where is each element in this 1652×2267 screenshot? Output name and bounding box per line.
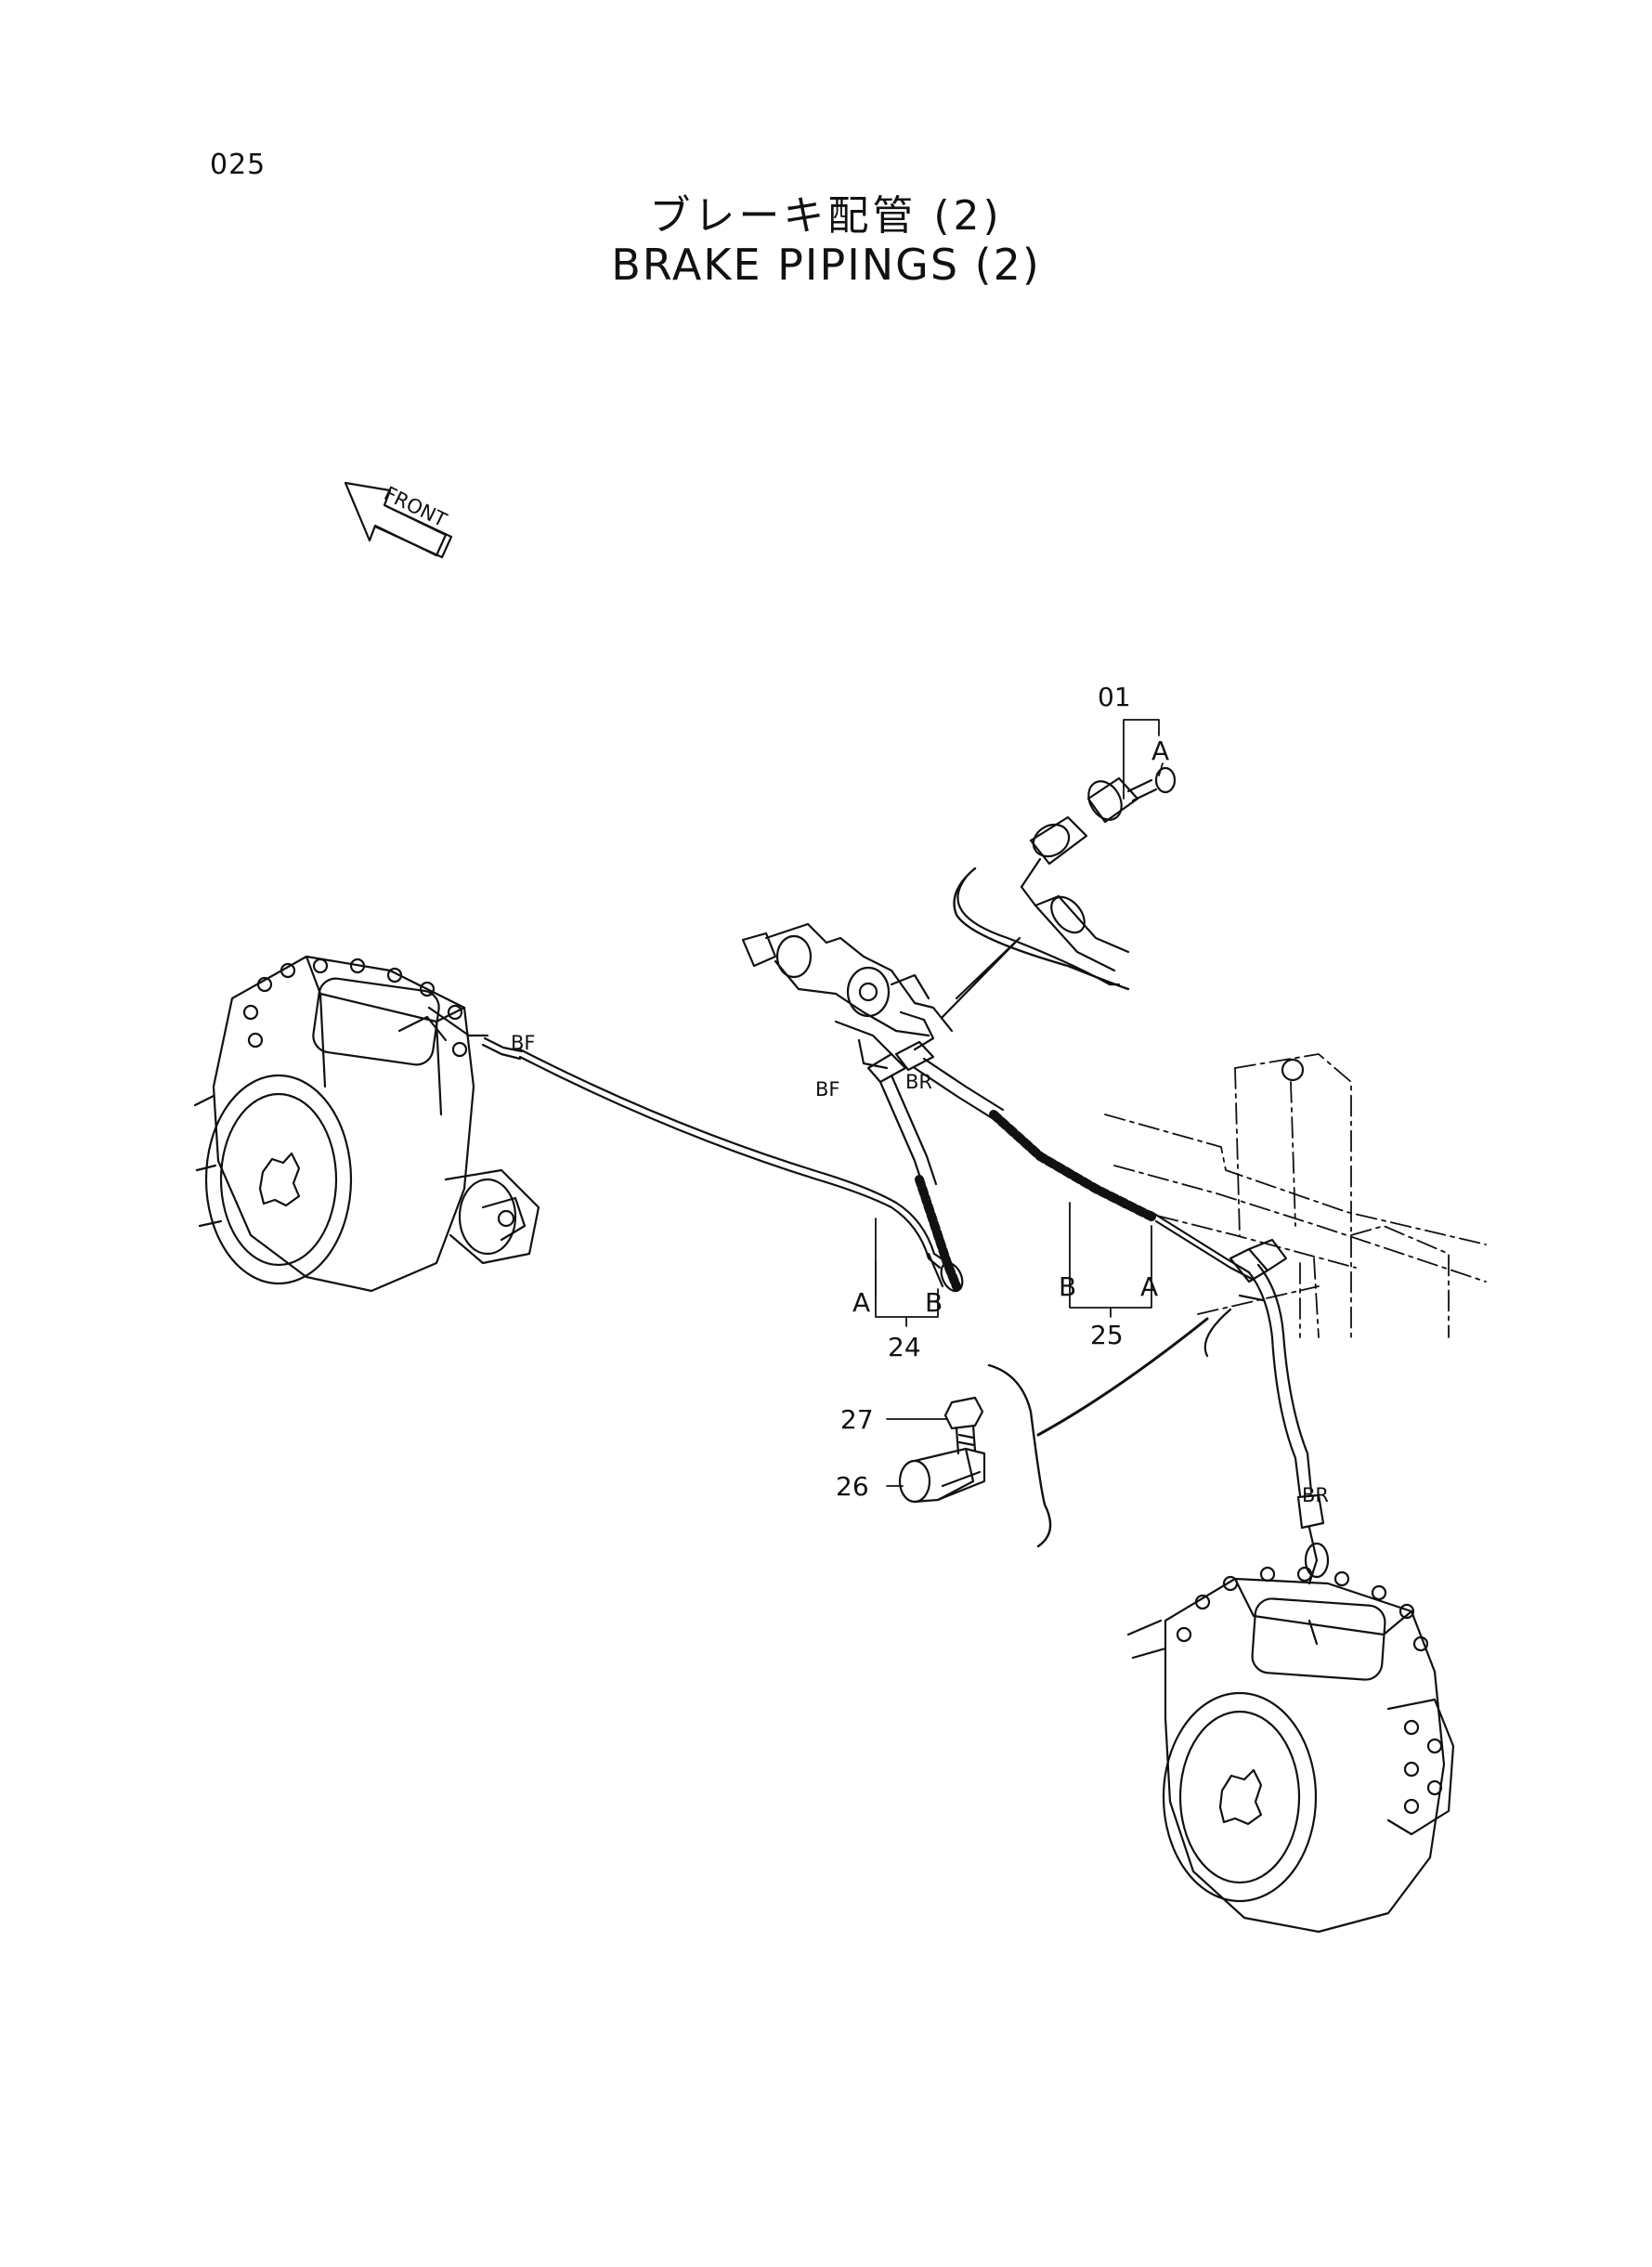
callout-pressure-switch [953, 866, 1130, 991]
port-label-bf-valve: BF [815, 1078, 840, 1101]
frame-clamp [1203, 1238, 1288, 1358]
right-axle-housing [1126, 1566, 1455, 1934]
part-label-26: 26 [836, 1471, 869, 1502]
part-label-27: 27 [840, 1404, 874, 1435]
front-label: FRONT [381, 482, 450, 531]
title-english: BRAKE PIPINGS (2) [611, 240, 1041, 290]
end-label-b-24: B [925, 1287, 943, 1318]
title-japanese: ブレーキ配管 (2) [649, 192, 1003, 240]
left-axle-housing [193, 955, 540, 1293]
part-label-25: 25 [1090, 1320, 1124, 1350]
port-label-br-valve: BR [905, 1071, 932, 1093]
hose-25 [894, 1040, 1255, 1282]
port-label-bf-left: BF [511, 1032, 536, 1054]
part-label-01: 01 [1098, 682, 1131, 712]
frame-hole [1281, 1058, 1305, 1082]
callout-clamp [987, 1317, 1209, 1548]
leader-lines [875, 719, 1164, 1487]
pipe-br-right [1247, 1263, 1330, 1585]
port-label-br-right: BR [1302, 1484, 1329, 1506]
clamp-26 [898, 1447, 986, 1504]
page-number: 025 [210, 149, 267, 181]
hose-24 [866, 1052, 964, 1293]
vehicle-frame [1104, 1053, 1487, 1338]
pipe-bf-left [481, 1036, 947, 1288]
pressure-switch [941, 766, 1177, 1019]
front-arrow: FRONT [344, 481, 453, 559]
brake-valve-assembly [741, 922, 954, 1070]
end-label-a-25: A [1140, 1271, 1158, 1302]
bolt-27 [943, 1396, 984, 1455]
end-label-a-24: A [852, 1287, 870, 1318]
part-label-24: 24 [888, 1332, 921, 1362]
end-label-b-25: B [1059, 1271, 1076, 1302]
end-label-a-01: A [1151, 736, 1169, 766]
